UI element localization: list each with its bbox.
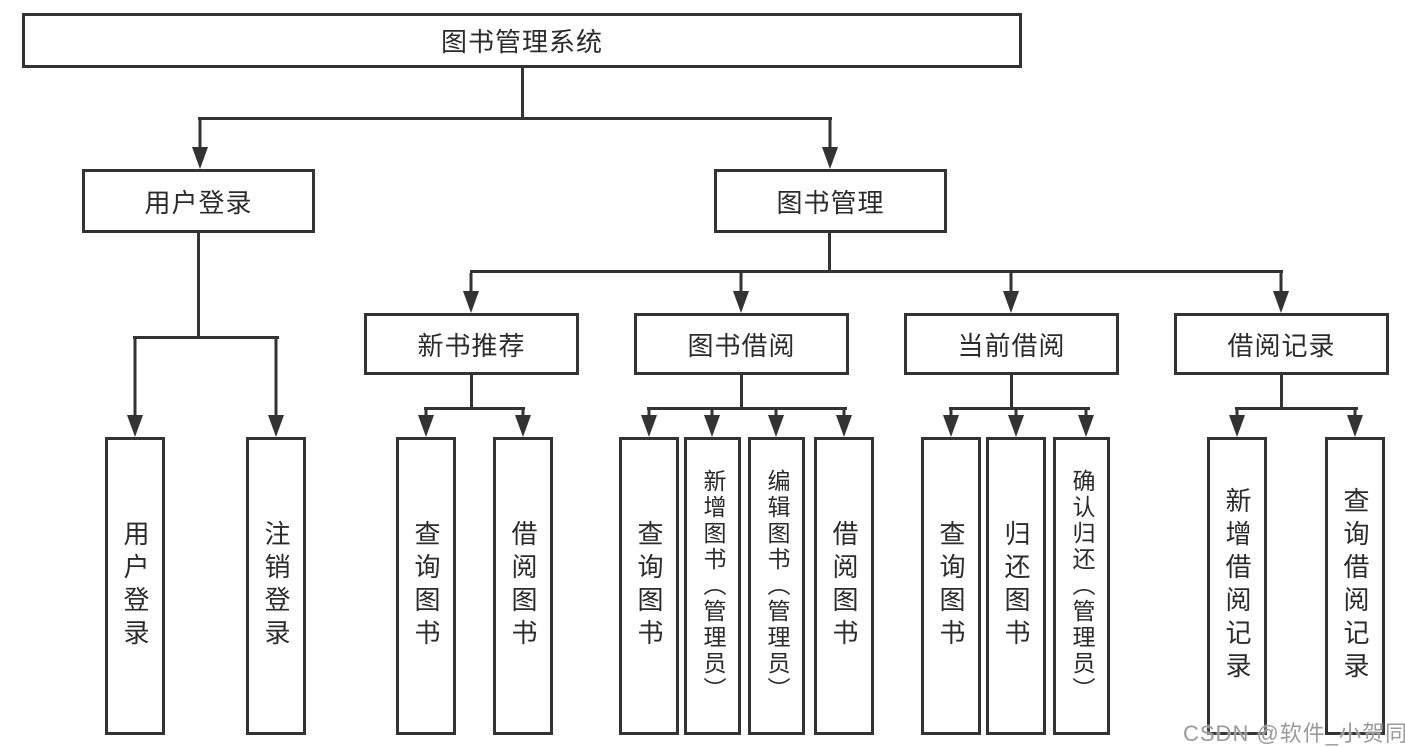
arrow-into-leaf-user-login xyxy=(127,339,143,437)
connector-user-login-rail xyxy=(133,336,279,339)
leaf-br-query-record-label: 查询借阅记录 xyxy=(1340,487,1370,685)
connector-borrow-records-rail xyxy=(1235,407,1358,410)
leaf-cb-confirm-return-admin: 确认归还（管理员） xyxy=(1053,437,1110,735)
node-root: 图书管理系统 xyxy=(22,13,1022,68)
connector-new-book-stem xyxy=(470,375,473,410)
node-new-book-recommend-label: 新书推荐 xyxy=(417,330,526,361)
node-book-borrow-label: 图书借阅 xyxy=(687,330,796,361)
leaf-user-login: 用户登录 xyxy=(105,437,165,735)
arrow-into-nb-query-books xyxy=(418,410,434,437)
leaf-bb-edit-books-admin: 编辑图书（管理员） xyxy=(748,437,805,735)
node-borrow-records-label: 借阅记录 xyxy=(1227,330,1336,361)
arrow-into-cb-query-books xyxy=(943,410,959,437)
leaf-cb-query-books: 查询图书 xyxy=(921,437,981,735)
connector-level3-rail xyxy=(470,270,1283,273)
leaf-nb-query-books: 查询图书 xyxy=(396,437,456,735)
node-root-label: 图书管理系统 xyxy=(440,27,603,57)
leaf-cb-query-books-label: 查询图书 xyxy=(936,520,966,652)
arrow-into-book-borrow xyxy=(733,273,749,313)
arrow-into-bb-edit-books xyxy=(768,410,784,437)
leaf-logout-label: 注销登录 xyxy=(261,520,291,652)
arrow-into-leaf-logout xyxy=(268,339,284,437)
connector-current-borrow-stem xyxy=(1010,375,1013,410)
leaf-nb-query-books-label: 查询图书 xyxy=(411,520,441,652)
arrow-into-cb-confirm-return xyxy=(1078,410,1094,437)
leaf-bb-borrow-books-label: 借阅图书 xyxy=(829,520,859,652)
leaf-cb-return-books-label: 归还图书 xyxy=(1001,520,1031,652)
node-current-borrow: 当前借阅 xyxy=(904,313,1119,375)
node-new-book-recommend: 新书推荐 xyxy=(364,313,579,375)
leaf-cb-confirm-return-admin-label: 确认归还（管理员） xyxy=(1069,469,1095,703)
connector-book-borrow-stem xyxy=(740,375,743,410)
leaf-user-login-label: 用户登录 xyxy=(120,520,150,652)
connector-user-login-stem xyxy=(197,233,200,339)
arrow-into-cb-return-books xyxy=(1008,410,1024,437)
leaf-bb-edit-books-admin-label: 编辑图书（管理员） xyxy=(764,469,790,703)
leaf-bb-query-books-label: 查询图书 xyxy=(634,520,664,652)
arrow-into-current-borrow xyxy=(1003,273,1019,313)
csdn-watermark: CSDN @软件_小贺同学 xyxy=(1183,721,1405,746)
leaf-bb-add-books-admin-label: 新增图书（管理员） xyxy=(700,469,726,703)
leaf-br-query-record: 查询借阅记录 xyxy=(1325,437,1385,735)
leaf-nb-borrow-books-label: 借阅图书 xyxy=(508,520,538,652)
connector-current-borrow-rail xyxy=(949,407,1090,410)
arrow-into-borrow-records xyxy=(1273,273,1289,313)
leaf-logout: 注销登录 xyxy=(246,437,306,735)
arrow-into-user-login xyxy=(192,120,208,169)
arrow-into-bb-query-books xyxy=(641,410,657,437)
leaf-bb-add-books-admin: 新增图书（管理员） xyxy=(684,437,741,735)
arrow-into-bb-add-books xyxy=(704,410,720,437)
node-borrow-records: 借阅记录 xyxy=(1174,313,1389,375)
node-book-borrow: 图书借阅 xyxy=(634,313,849,375)
leaf-nb-borrow-books: 借阅图书 xyxy=(493,437,553,735)
connector-level2-rail xyxy=(198,117,832,120)
leaf-br-add-record-label: 新增借阅记录 xyxy=(1222,487,1252,685)
leaf-br-add-record: 新增借阅记录 xyxy=(1207,437,1267,735)
leaf-bb-query-books: 查询图书 xyxy=(619,437,679,735)
connector-new-book-rail xyxy=(424,407,525,410)
arrow-into-br-add-record xyxy=(1229,410,1245,437)
leaf-bb-borrow-books: 借阅图书 xyxy=(814,437,874,735)
node-user-login-label: 用户登录 xyxy=(144,187,253,218)
connector-book-borrow-rail xyxy=(647,407,847,410)
node-current-borrow-label: 当前借阅 xyxy=(957,330,1066,361)
arrow-into-nb-borrow-books xyxy=(515,410,531,437)
leaf-cb-return-books: 归还图书 xyxy=(986,437,1046,735)
arrow-into-new-book-recommend xyxy=(463,273,479,313)
arrow-into-book-mgmt xyxy=(822,120,838,169)
connector-borrow-records-stem xyxy=(1280,375,1283,410)
connector-book-mgmt-stem xyxy=(828,233,831,273)
arrow-into-bb-borrow-books xyxy=(836,410,852,437)
node-book-mgmt: 图书管理 xyxy=(714,169,947,233)
node-user-login: 用户登录 xyxy=(82,169,315,233)
node-book-mgmt-label: 图书管理 xyxy=(776,187,885,218)
connector-root-stem xyxy=(521,68,524,119)
arrow-into-br-query-record xyxy=(1347,410,1363,437)
